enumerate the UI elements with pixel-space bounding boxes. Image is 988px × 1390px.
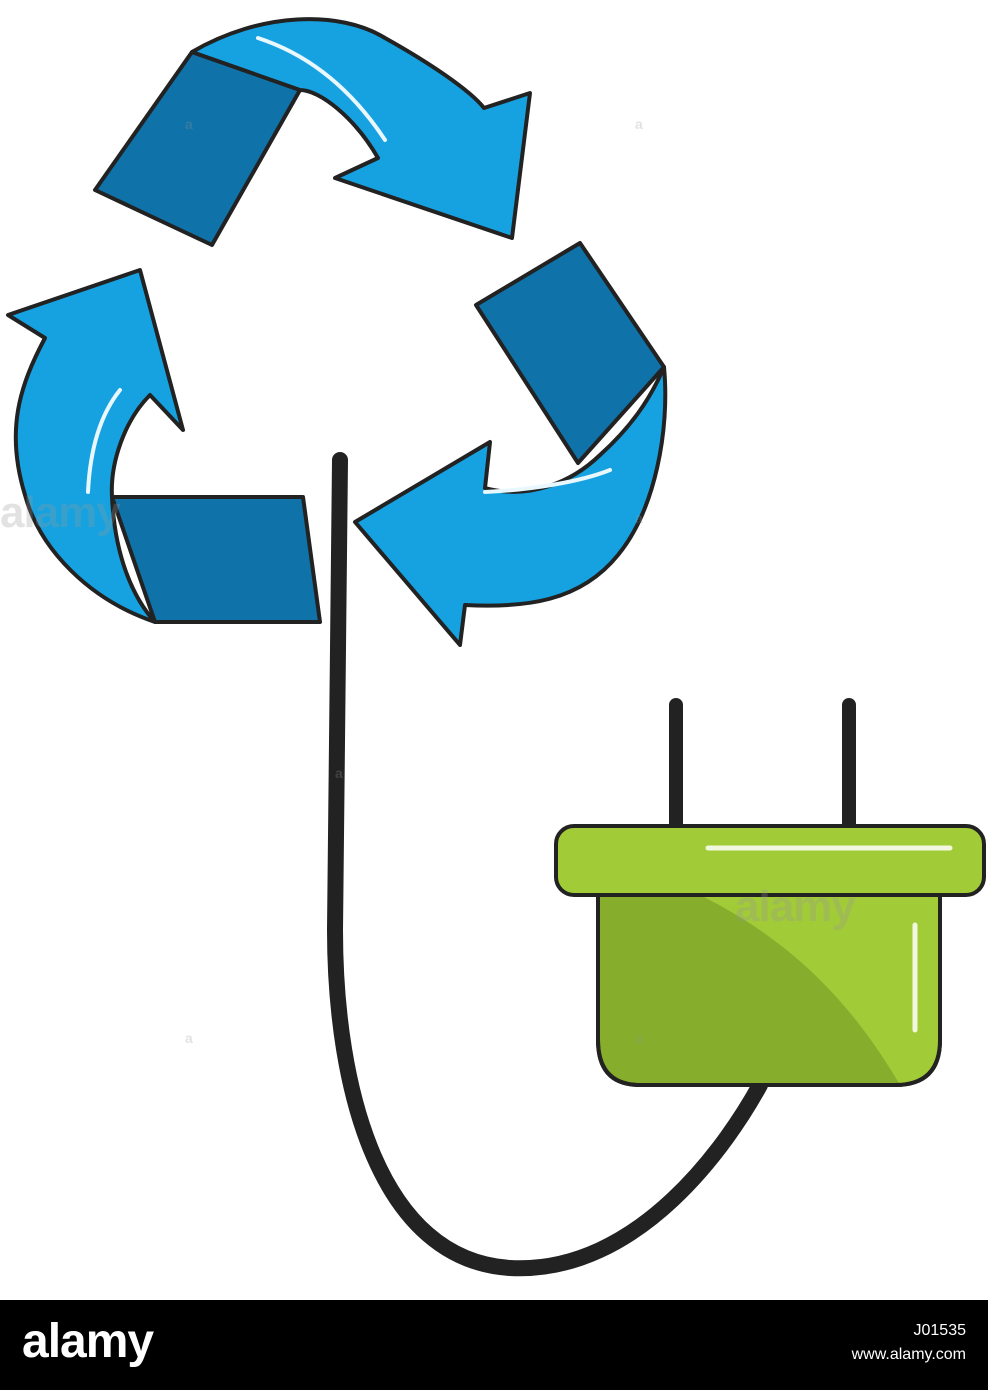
site-url: www.alamy.com bbox=[851, 1346, 966, 1363]
recycle-arrow-left bbox=[6, 268, 322, 624]
footer-bar: alamy J01535 www.alamy.com bbox=[0, 1300, 988, 1390]
cable-icon bbox=[326, 452, 768, 1277]
image-id: J01535 bbox=[913, 1322, 967, 1339]
alamy-logo: alamy bbox=[22, 1315, 154, 1368]
power-plug-icon bbox=[554, 698, 986, 1087]
recycle-arrow-right bbox=[353, 241, 668, 647]
footer-meta: J01535 www.alamy.com bbox=[852, 1320, 966, 1368]
recycle-arrow-top bbox=[93, 17, 532, 247]
plug-cap bbox=[554, 824, 986, 897]
recycle-plug-illustration bbox=[6, 17, 986, 1277]
